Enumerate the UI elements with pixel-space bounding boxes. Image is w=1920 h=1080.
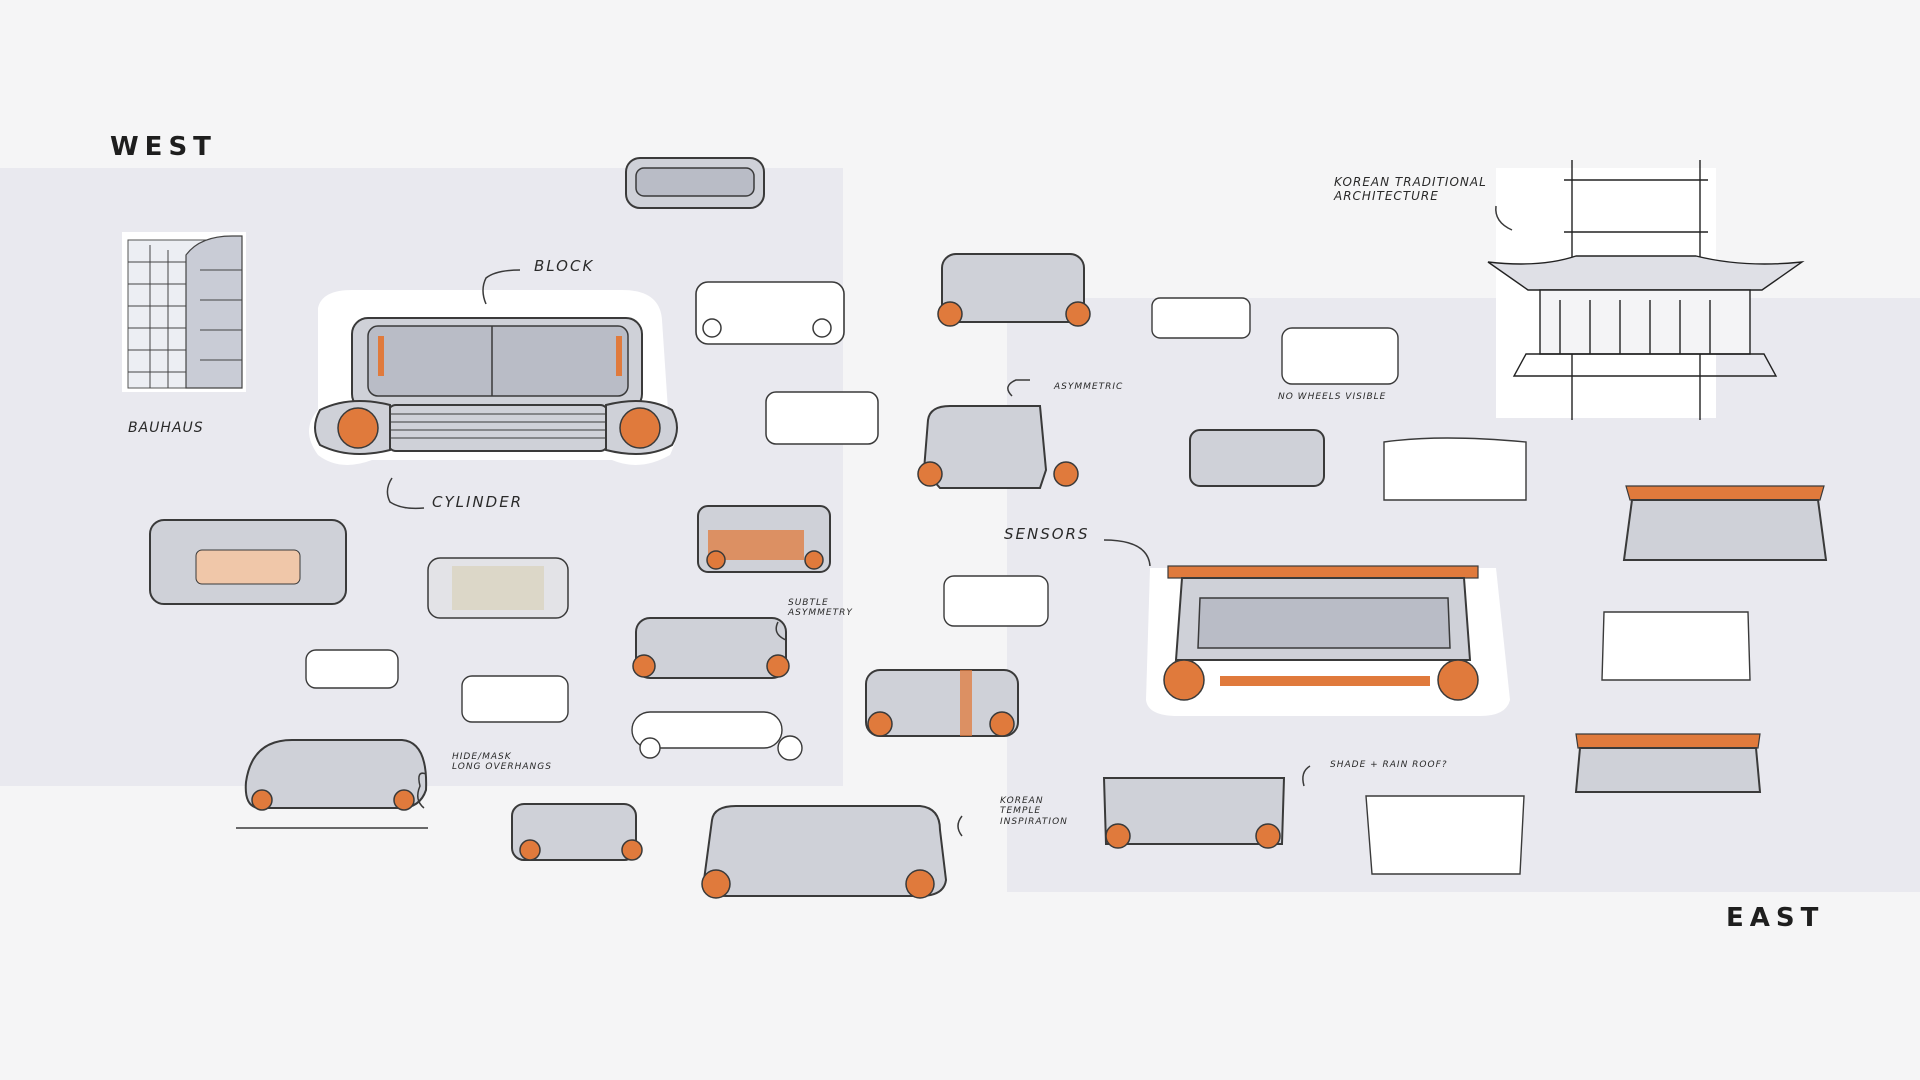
korean-temple-label: Korean temple inspiration	[1000, 796, 1068, 827]
korean-architecture-label: Korean traditional architecture	[1334, 175, 1487, 203]
east-title: EAST	[1726, 903, 1825, 933]
hide-mask-label: Hide/mask long overhangs	[452, 752, 552, 773]
annotation-leader-lines	[386, 205, 1513, 837]
bauhaus-label: Bauhaus	[128, 420, 204, 436]
sensors-label: Sensors	[1004, 525, 1090, 543]
bauhaus-building-sketch	[122, 232, 246, 392]
block-label: Block	[534, 257, 595, 275]
no-wheels-label: No wheels visible	[1278, 392, 1387, 402]
block-cylinder-vehicle-sketch	[309, 290, 678, 465]
small-vehicle-sketches	[149, 157, 1828, 899]
west-title: WEST	[110, 132, 217, 162]
subtle-asymmetry-label: Subtle asymmetry	[788, 598, 853, 619]
asymmetric-label: Asymmetric	[1054, 382, 1124, 392]
shade-rain-roof-label: Shade + rain roof?	[1330, 760, 1448, 770]
cylinder-label: Cylinder	[432, 493, 524, 511]
korean-architecture-sketch	[1487, 160, 1805, 420]
